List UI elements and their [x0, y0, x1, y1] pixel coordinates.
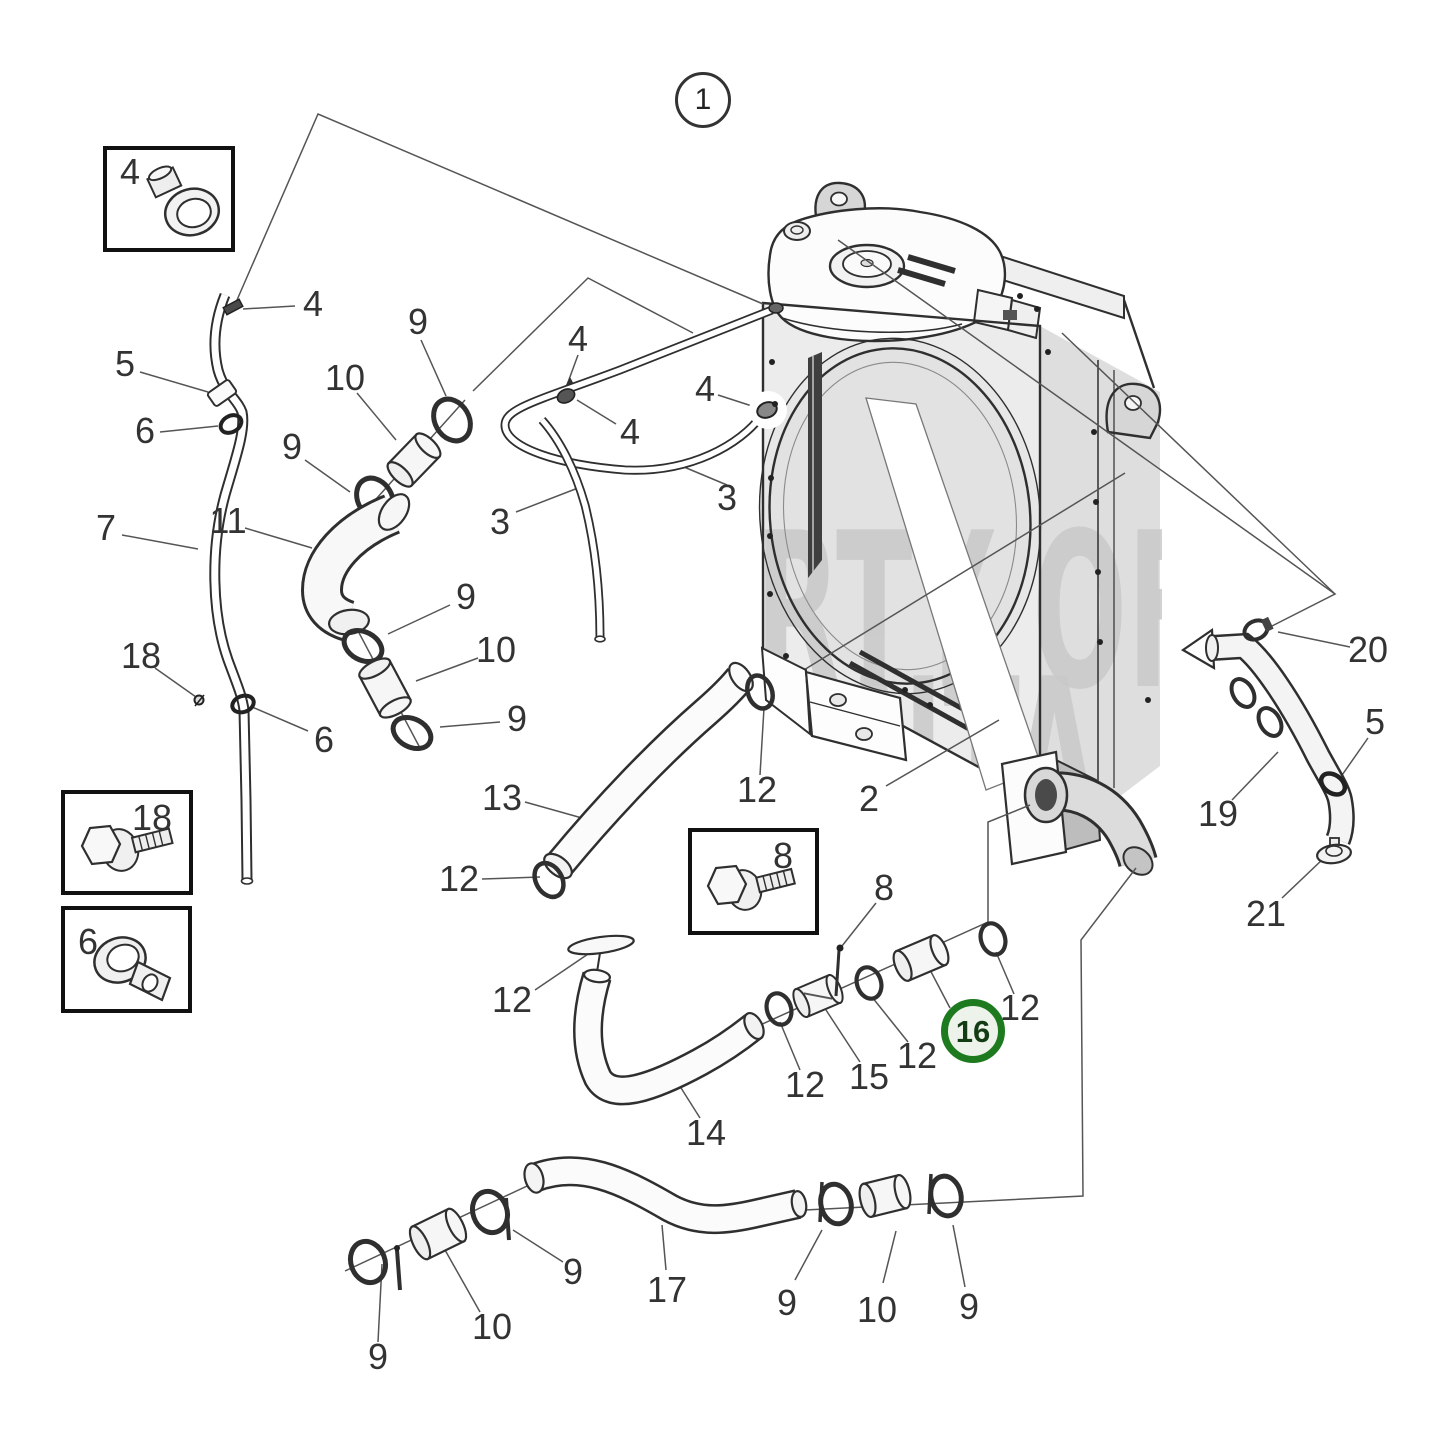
hose-clamp-icon: [146, 165, 221, 237]
radiator-line-art: [758, 181, 1162, 876]
drain-pipe-group: [1180, 616, 1355, 865]
leader-lines: [121, 113, 1369, 1343]
clip-bracket-icon: [93, 936, 172, 1002]
flange-bolt-icon: [706, 864, 797, 911]
vent-hoses: [193, 292, 787, 885]
elbow-hose-group: [300, 396, 473, 752]
lower-hose-group: [532, 661, 1008, 1106]
bottom-hose-group: [347, 1156, 964, 1291]
legend-boxes: [61, 146, 819, 1013]
flange-bolt-icon: [80, 824, 174, 872]
